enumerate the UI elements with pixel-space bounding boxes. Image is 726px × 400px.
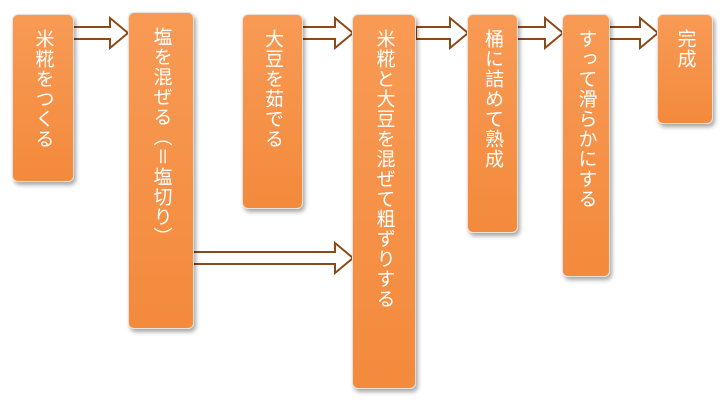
step-label-2: 塩を混ぜる（＝塩切り）: [150, 27, 173, 247]
step-label-1: 米糀をつくる: [32, 29, 55, 149]
arrow-step3-to-step4: [301, 15, 355, 51]
step-box-7: 完成: [657, 14, 713, 124]
step-box-2: 塩を混ぜる（＝塩切り）: [128, 12, 194, 329]
step-label-5: 桶に詰めて熟成: [482, 29, 504, 169]
step-box-3: 大豆を茹でる: [242, 14, 303, 209]
step-box-1: 米糀をつくる: [12, 14, 74, 182]
arrow-step2-to-step4: [192, 240, 355, 276]
step-label-4: 米糀と大豆を混ぜて粗ずりする: [373, 29, 396, 309]
arrow-step4-to-step5: [415, 15, 470, 51]
step-box-5: 桶に詰めて熟成: [467, 14, 518, 233]
arrow-step5-to-step6: [516, 15, 565, 51]
arrow-step6-to-step7: [608, 15, 660, 51]
step-box-4: 米糀と大豆を混ぜて粗ずりする: [352, 14, 416, 389]
step-label-7: 完成: [674, 29, 697, 69]
step-label-6: すって滑らかにする: [575, 29, 598, 209]
step-box-6: すって滑らかにする: [562, 14, 610, 277]
arrow-step1-to-step2: [72, 15, 130, 51]
step-label-3: 大豆を茹でる: [262, 29, 284, 149]
